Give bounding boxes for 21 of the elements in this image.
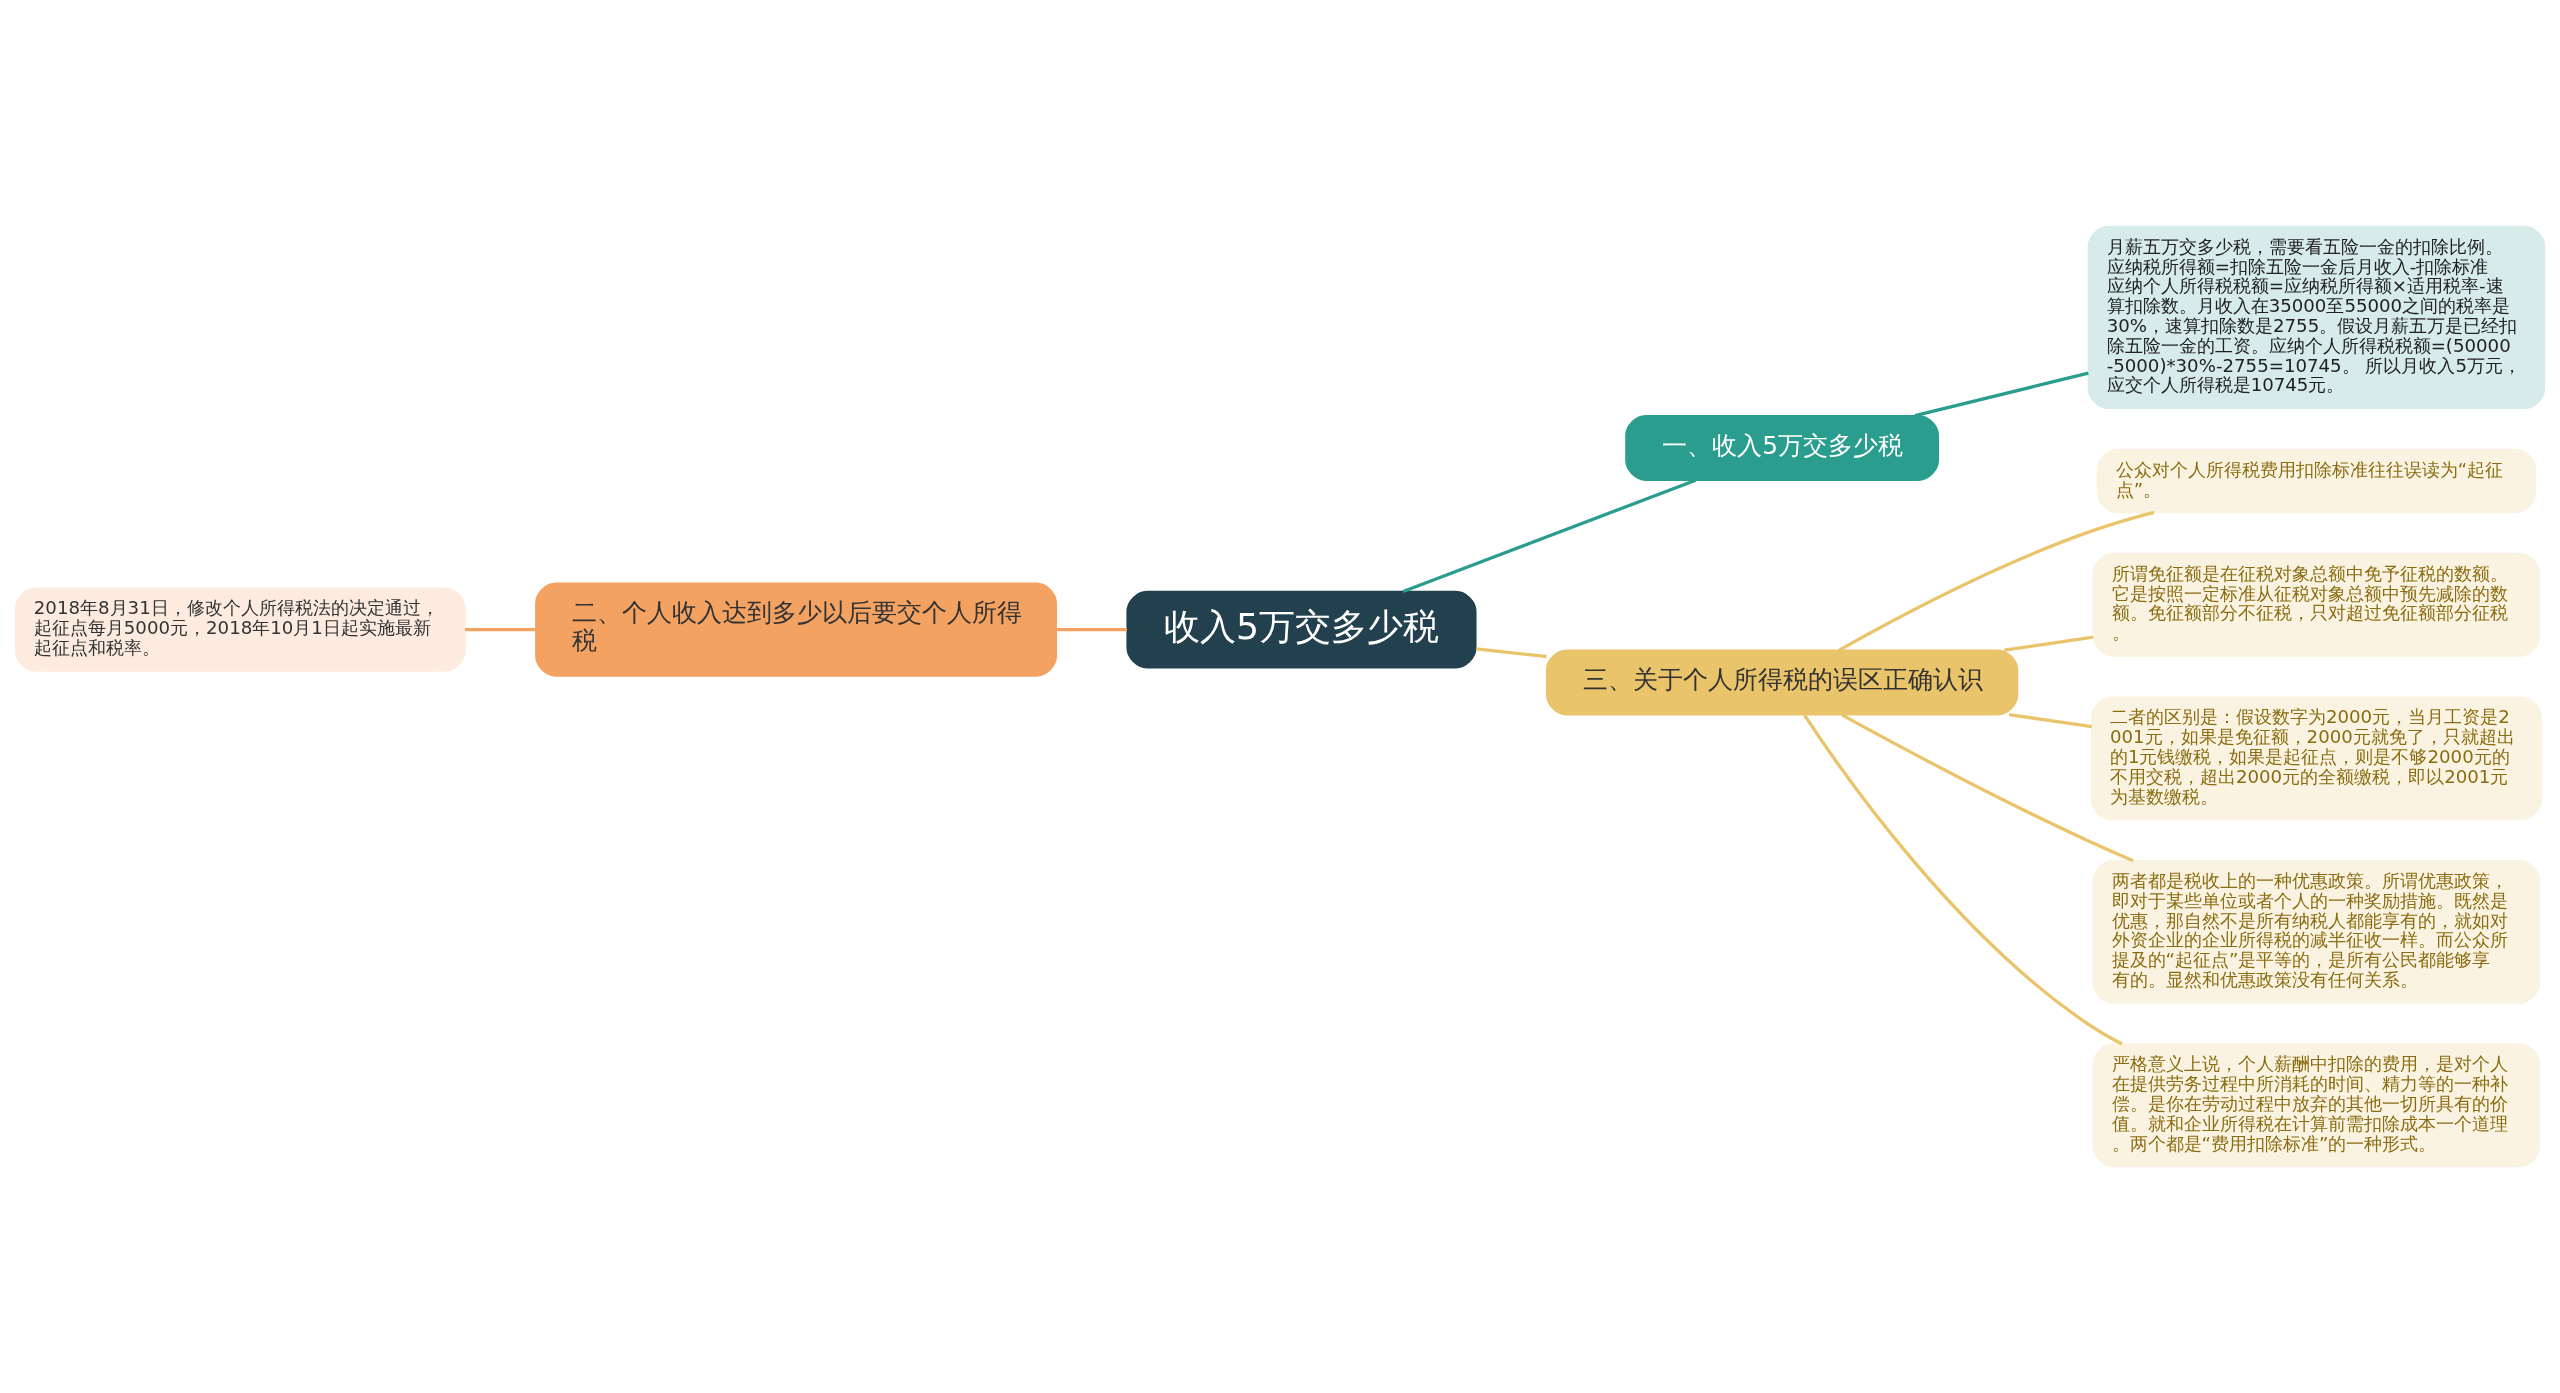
node-box: 严格意义上说，个人薪酬中扣除的费用，是对个人在提供劳务过程中所消耗的时间、精力等的一种补偿。是你在劳动过程中放弃的其他一切所具有的价值。就和企业所得税在计算前需扣除成本一个道理。两个都是“费用扣除标准”的一种形式。	[2092, 1043, 2541, 1168]
connector	[1402, 478, 1697, 594]
node-box: 二者的区别是：假设数字为2000元，当月工资是2001元，如果是免征额，2000元就免了，只就超出的1元钱缴税，如果是起征点，则是不够2000元的不用交税，超出2000元的全额缴税，即以2001元为基数缴税。	[2090, 696, 2542, 821]
node-box: 二、个人收入达到多少以后要交个人所得税	[535, 582, 1058, 677]
node-box: 2018年8月31日，修改个人所得税法的决定通过，起征点每月5000元，2018年10月1日起实施最新起征点和税率。	[14, 587, 466, 672]
connector	[2008, 713, 2092, 729]
node-box: 所谓免征额是在征税对象总额中免予征税的数额。它是按照一定标准从征税对象总额中预先减除的数额。免征额部分不征税，只对超过免征额部分征税。	[2092, 552, 2541, 657]
connector	[1841, 713, 2134, 863]
node-box: 三、关于个人所得税的误区正确认识	[1545, 649, 2019, 716]
node-box: 一、收入5万交多少税	[1625, 414, 1939, 481]
connector	[1803, 714, 2123, 1046]
node-box: 收入5万交多少税	[1126, 590, 1477, 669]
connector	[2004, 635, 2094, 652]
connector	[1475, 647, 1547, 659]
node-box: 月薪五万交多少税，需要看五险一金的扣除比例。应纳税所得额=扣除五险一金后月收入-扣除标准应纳个人所得税税额=应纳税所得额×适用税率-速算扣除数。月收入在35000至55000之间的税率是30%，速算扣除数是2755。假设月薪五万是已经扣除五险一金的工资。应纳个人所得税税额=(50000-5000)*30%-2755=10745。 所以月收入5万元，应交个人所得税是10745元。	[2087, 225, 2546, 410]
node-box: 公众对个人所得税费用扣除标准往往误读为“起征点”。	[2096, 448, 2537, 514]
connector	[1056, 627, 1127, 632]
node-box: 两者都是税收上的一种优惠政策。所谓优惠政策，即对于某些单位或者个人的一种奖励措施。既然是优惠，那自然不是所有纳税人都能享有的，就如对外资企业的企业所得税的减半征收一样。而公众所提及的“起征点”是平等的，是所有公民都能够享有的。显然和优惠政策没有任何关系。	[2092, 860, 2541, 1004]
connector	[1838, 510, 2155, 652]
connector	[465, 627, 536, 632]
connector	[1914, 371, 2089, 418]
